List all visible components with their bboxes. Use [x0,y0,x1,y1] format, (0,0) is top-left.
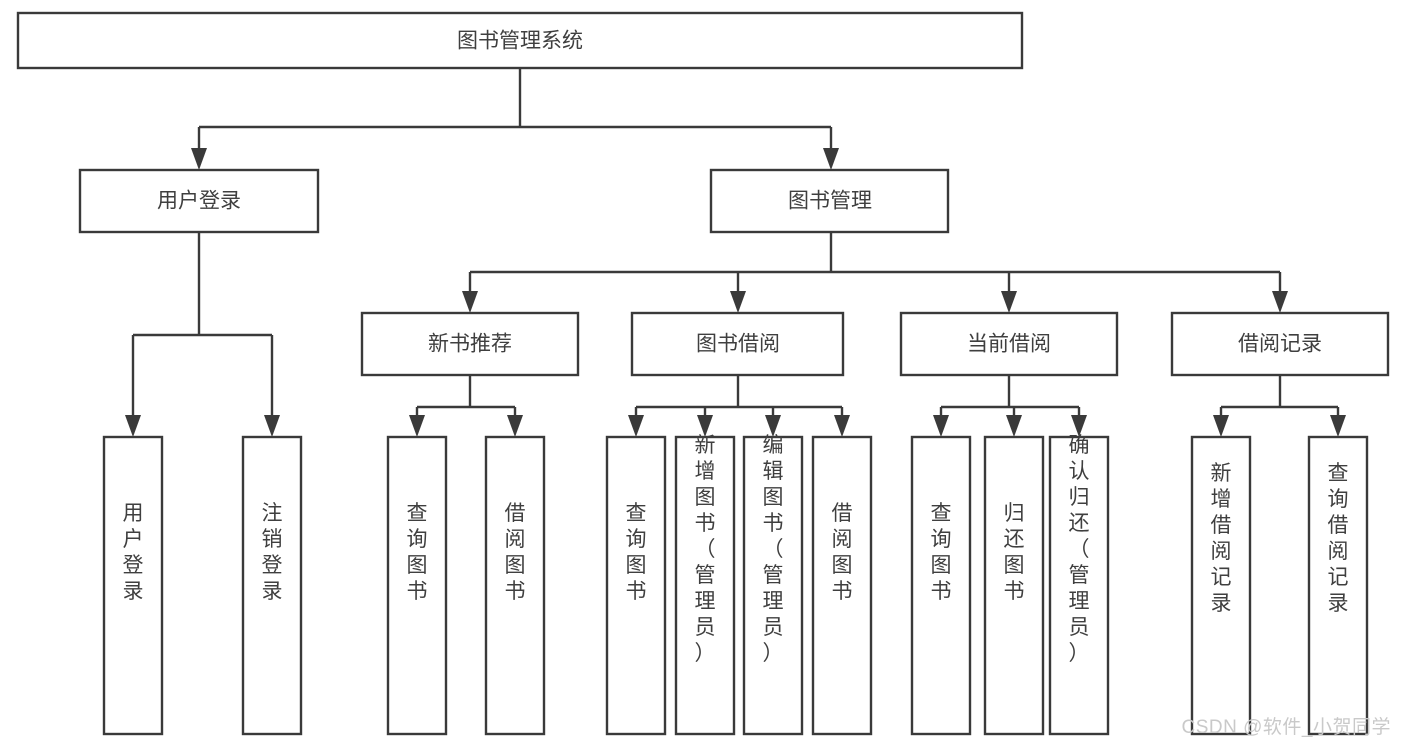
leaf-node-return-book[interactable]: 归还图书 [983,435,1045,736]
leaf-node-borrow-book-newbook[interactable]: 借阅图书 [484,435,546,736]
arrowhead-leaf-add-book [697,415,713,437]
node-borrow-record-label: 借阅记录 [1238,333,1322,356]
leaf-node-add-borrow-record-box [1190,435,1252,736]
node-borrow-record-box [1170,311,1390,377]
leaf-node-user-login-box [102,435,164,736]
node-root-label: 图书管理系统 [457,30,583,53]
leaf-node-query-book-borrow-box [605,435,667,736]
leaf-node-query-borrow-record-box [1307,435,1369,736]
node-user-login[interactable]: 用户登录 [78,168,320,234]
arrowhead-leaf-user-login [125,415,141,437]
leaf-node-logout-label: 注销登录 [262,502,283,603]
leaf-node-return-book-label: 归还图书 [1004,502,1025,603]
leaf-node-confirm-return-admin[interactable]: 确认归还（管理员） [1048,434,1110,736]
node-book-management-box [709,168,950,234]
arrowhead-record [1272,291,1288,313]
leaf-node-add-borrow-record[interactable]: 新增借阅记录 [1190,435,1252,736]
leaf-node-edit-book-admin-box [742,435,804,736]
node-book-borrow-box [630,311,845,377]
node-book-borrow-label: 图书借阅 [696,333,780,356]
arrowhead-leaf-logout [264,415,280,437]
node-current-borrow[interactable]: 当前借阅 [899,311,1119,377]
arrowhead-leaf-add-record [1213,415,1229,437]
leaf-node-borrow-book-borrow[interactable]: 借阅图书 [811,435,873,736]
leaf-node-add-borrow-record-label: 新增借阅记录 [1211,462,1232,615]
arrowhead-leaf-borrow-book-1 [507,415,523,437]
leaf-node-edit-book-admin-label: 编辑图书（管理员） [763,434,784,665]
leaf-node-query-borrow-record-label: 查询借阅记录 [1328,462,1349,615]
arrowhead-leaf-query-book-1 [409,415,425,437]
leaf-node-return-book-box [983,435,1045,736]
leaf-node-add-book-admin[interactable]: 新增图书（管理员） [674,434,736,736]
leaf-node-query-borrow-record[interactable]: 查询借阅记录 [1307,435,1369,736]
leaf-node-edit-book-admin[interactable]: 编辑图书（管理员） [742,434,804,736]
connector-layer [125,68,1346,437]
arrowhead-leaf-query-book-2 [628,415,644,437]
leaf-node-query-book-newbook-label: 查询图书 [407,502,428,603]
arrowhead-current [1001,291,1017,313]
csdn-watermark: CSDN @软件_小贺同学 [1181,717,1391,738]
leaf-node-borrow-book-borrow-box [811,435,873,736]
node-current-borrow-box [899,311,1119,377]
leaf-node-confirm-return-admin-label: 确认归还（管理员） [1069,434,1090,665]
node-book-borrow[interactable]: 图书借阅 [630,311,845,377]
leaf-node-query-book-current-label: 查询图书 [931,502,952,603]
leaf-node-logout-box [241,435,303,736]
node-user-login-box [78,168,320,234]
leaf-node-query-book-current[interactable]: 查询图书 [910,435,972,736]
node-new-book-recommend-label: 新书推荐 [428,333,512,356]
arrowhead-borrow [730,291,746,313]
node-book-management-label: 图书管理 [788,190,872,213]
leaf-node-query-book-newbook-box [386,435,448,736]
leaf-node-user-login[interactable]: 用户登录 [102,435,164,736]
leaf-node-add-book-admin-label: 新增图书（管理员） [695,434,716,665]
node-root-box [16,11,1024,70]
arrowhead-user-login [191,148,207,170]
arrowhead-leaf-borrow-book-2 [834,415,850,437]
arrowhead-newbook [462,291,478,313]
node-user-login-label: 用户登录 [157,190,241,213]
node-book-management[interactable]: 图书管理 [709,168,950,234]
leaf-node-add-book-admin-box [674,435,736,736]
arrowhead-leaf-query-record [1330,415,1346,437]
node-current-borrow-label: 当前借阅 [967,333,1051,356]
leaf-node-query-book-borrow-label: 查询图书 [626,502,647,603]
node-root-book-management-system[interactable]: 图书管理系统 [16,11,1024,70]
leaf-node-query-book-current-box [910,435,972,736]
node-new-book-recommend-box [360,311,580,377]
leaf-node-confirm-return-admin-box [1048,435,1110,736]
arrowhead-leaf-edit-book [765,415,781,437]
node-borrow-record[interactable]: 借阅记录 [1170,311,1390,377]
arrowhead-leaf-return-book [1006,415,1022,437]
leaf-node-borrow-book-newbook-box [484,435,546,736]
leaf-node-borrow-book-borrow-label: 借阅图书 [832,502,853,603]
leaf-node-query-book-newbook[interactable]: 查询图书 [386,435,448,736]
leaf-node-user-login-label: 用户登录 [123,502,144,603]
leaf-node-borrow-book-newbook-label: 借阅图书 [505,502,526,603]
leaf-node-query-book-borrow[interactable]: 查询图书 [605,435,667,736]
arrowhead-book-mgmt [823,148,839,170]
node-new-book-recommend[interactable]: 新书推荐 [360,311,580,377]
arrowhead-leaf-query-book-3 [933,415,949,437]
leaf-node-logout[interactable]: 注销登录 [241,435,303,736]
arrowhead-leaf-confirm-return [1071,415,1087,437]
